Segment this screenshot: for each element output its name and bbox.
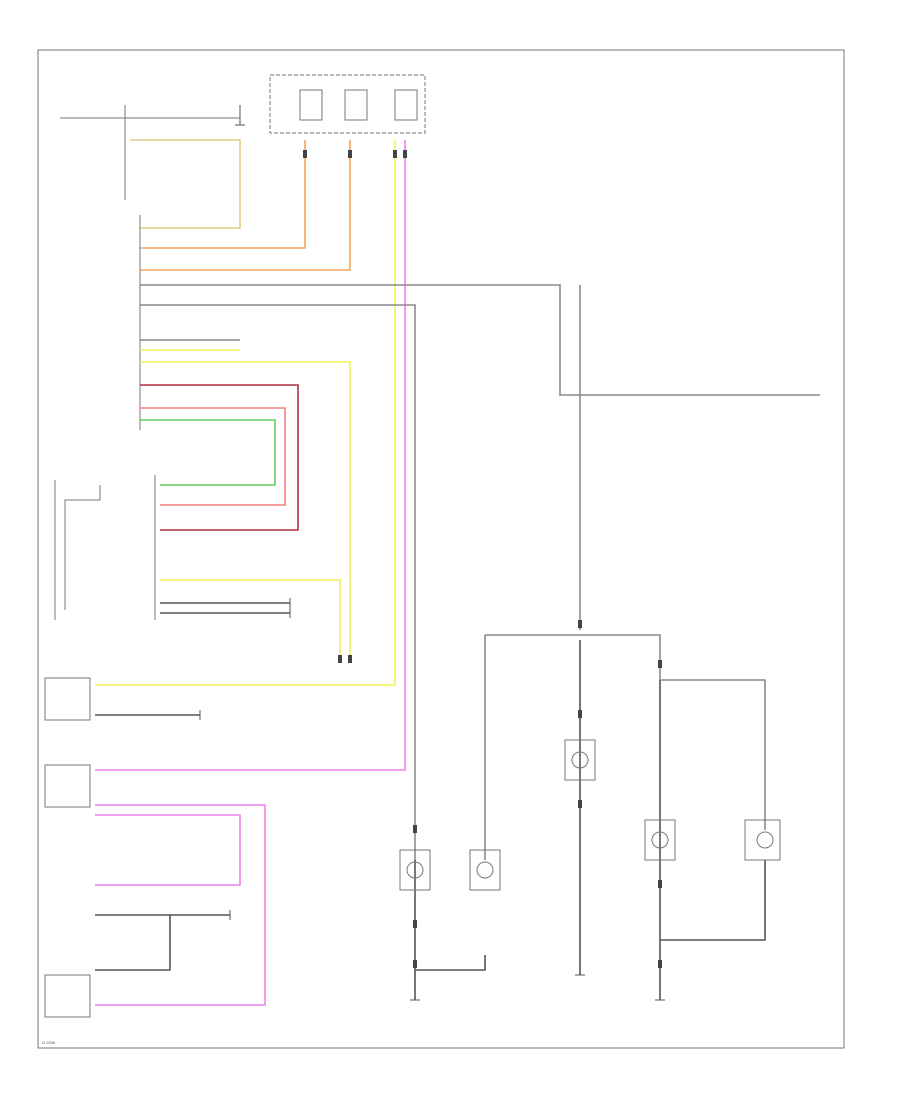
lamp-4 [644,819,676,861]
fuse-block [269,74,426,134]
wire-pink-loop-outer [95,804,266,1006]
wire-tan-1 [130,139,241,229]
lamp-2 [469,849,501,891]
switch-internal [64,485,101,610]
wire-orange-1 [140,140,306,249]
wire-gray-right [140,284,820,396]
wire-darkred-loop [140,384,299,531]
wire-gray-down [140,304,416,860]
footer-note: O 2006 [42,1040,56,1045]
lamp-1 [399,849,431,891]
switch-box-1 [44,677,91,721]
wire-pink-main [95,140,406,771]
wire-orange-2 [140,140,351,271]
switch-box-3 [44,974,91,1018]
wire-pink-loop-inner [95,814,241,886]
wire-yellow-4 [160,579,341,660]
lamp-5 [744,819,781,861]
diagram-frame [37,49,845,1049]
ground-top [235,105,245,126]
wire-red-loop [140,407,286,506]
wire-dark-lamp-return [660,860,766,941]
wire-gray-lamp-bus [485,634,661,680]
wire-yellow-3 [140,361,351,660]
fuse-1 [299,89,323,121]
wire-yellow-main [95,140,396,686]
wire-gray-lamp-4 [660,679,766,830]
switch-box-2 [44,764,91,808]
lamp-3 [564,739,596,781]
wire-dark-lamp-ground [415,955,486,971]
fuse-2 [344,89,368,121]
fuse-3 [394,89,418,121]
wire-dark-4 [95,914,171,971]
connector-pins [303,150,662,968]
wire-green-loop [140,419,276,486]
